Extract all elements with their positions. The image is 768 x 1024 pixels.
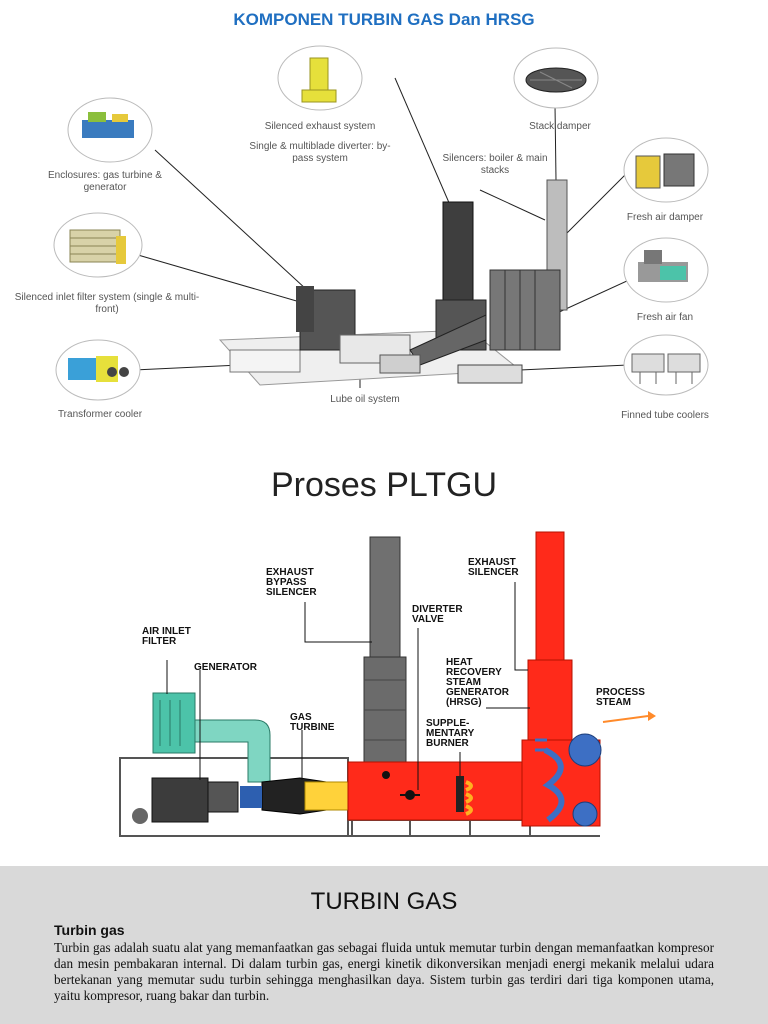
label-line: GAS [290,712,312,723]
label-line: (HRSG) [446,697,482,708]
label-line: DIVERTER [412,604,463,615]
label-stack-damper: Stack damper [529,121,591,132]
label-line: BURNER [426,738,470,749]
label-transformer-cooler: Transformer cooler [57,409,143,420]
label-line: VALVE [412,614,444,625]
stack-damper-bubble [513,47,599,109]
section-subheading: Turbin gas [54,922,125,938]
bypass-stack [363,536,407,768]
label-exhaust-system: Silenced exhaust system [264,121,376,132]
inlet-filter-bubble [53,212,143,278]
label-line: SILENCER [468,567,519,578]
label-line: STEAM [596,697,631,708]
proses-title: Proses PLTGU [270,466,498,504]
hrsg-drums [535,711,656,827]
section-heading: TURBIN GAS [310,888,458,915]
label-inlet-filter: Silenced inlet filter system (single & m… [14,292,200,315]
components-diagram [0,40,768,440]
fresh-air-fan-bubble [623,237,709,303]
diverter-valve [400,790,420,800]
label-line: EXHAUST [266,567,314,578]
label-line: STEAM [446,677,481,688]
label-line: SUPPLE- [426,718,469,729]
label-fresh-air-damper: Fresh air damper [626,212,704,223]
label-line: GENERATOR [446,687,510,698]
label-line: GENERATOR [194,662,258,673]
label-line: BYPASS [266,577,307,588]
label-line: PROCESS [596,687,645,698]
exhaust-system-bubble [277,45,363,111]
transformer-cooler-bubble [55,339,141,401]
air-inlet-filter [152,692,271,783]
label-line: SILENCER [266,587,317,598]
gas-turbine [240,777,349,815]
label-line: AIR INLET [142,626,191,637]
label-line: FILTER [142,636,177,647]
plant-illustration [218,179,568,386]
label-line: RECOVERY [446,667,502,678]
turbin-gas-section [0,866,768,1024]
section-body: Turbin gas adalah suatu alat yang memanf… [54,940,714,1003]
label-line: MENTARY [426,728,475,739]
label-line: EXHAUST [468,557,516,568]
duct-burner [456,776,473,816]
label-diverter: Single & multiblade diverter: by-pass sy… [249,141,391,164]
finned-tube-bubble [623,334,709,396]
label-lube-oil: Lube oil system [330,394,400,405]
label-enclosures: Enclosures: gas turbine & generator [48,170,162,193]
fresh-air-damper-bubble [623,137,709,203]
label-fresh-air-fan: Fresh air fan [636,312,694,323]
label-finned-tube: Finned tube coolers [621,410,709,421]
label-silencers: Silencers: boiler & main stacks [442,153,548,176]
label-line: HEAT [446,657,472,668]
enclosures-bubble [67,97,153,163]
generator-unit [132,777,239,824]
main-title: KOMPONEN TURBIN GAS Dan HRSG [233,10,535,29]
label-generator: GENERATOR [194,662,258,673]
label-line: TURBINE [290,722,335,733]
